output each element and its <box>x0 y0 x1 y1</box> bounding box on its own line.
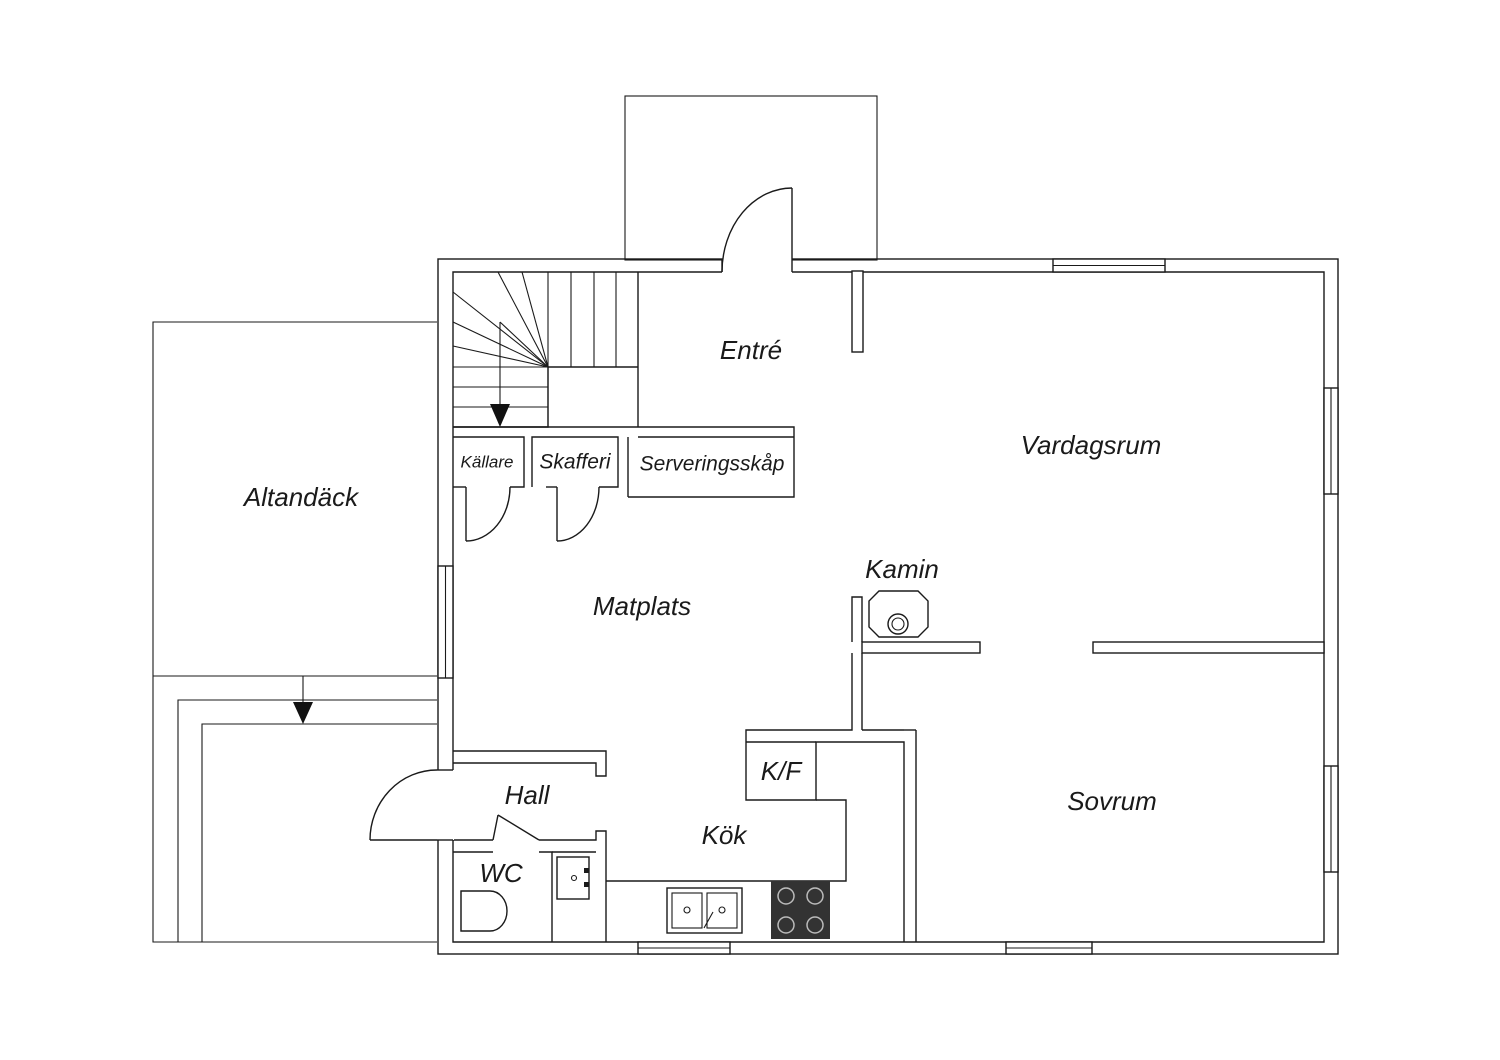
room-label-entre: Entré <box>719 335 783 365</box>
room-label-skafferi: Skafferi <box>539 450 611 474</box>
kitchen-walls <box>606 653 917 942</box>
room-label-matplats: Matplats <box>592 591 692 621</box>
room-label-kok: Kök <box>701 820 747 850</box>
kitchen-sink <box>666 887 743 934</box>
room-label-vardagsrum: Vardagsrum <box>1020 430 1162 460</box>
entry-wall <box>851 270 864 353</box>
deck <box>152 321 437 943</box>
room-label-serveringsskap: Serveringsskåp <box>639 452 785 476</box>
staircase <box>452 271 639 428</box>
room-label-altandack: Altandäck <box>243 482 359 512</box>
storage-row <box>453 426 795 542</box>
room-label-kf: K/F <box>760 756 802 786</box>
deck-arrow-icon <box>293 702 313 724</box>
wc-fixtures <box>460 856 590 932</box>
room-label-kamin: Kamin <box>865 554 939 584</box>
entry-porch <box>624 95 878 261</box>
fireplace <box>851 590 981 654</box>
stove <box>771 881 830 939</box>
room-label-kallare: Källare <box>460 452 514 472</box>
room-label-wc: WC <box>479 858 523 888</box>
windows <box>437 258 1339 955</box>
living-divider-wall <box>1092 641 1325 654</box>
entry-door <box>721 187 793 273</box>
hall-door <box>369 769 453 841</box>
room-label-sovrum: Sovrum <box>1067 786 1157 816</box>
stair-arrow-icon <box>490 404 510 427</box>
hall-walls <box>453 750 607 942</box>
room-label-hall: Hall <box>504 780 550 810</box>
